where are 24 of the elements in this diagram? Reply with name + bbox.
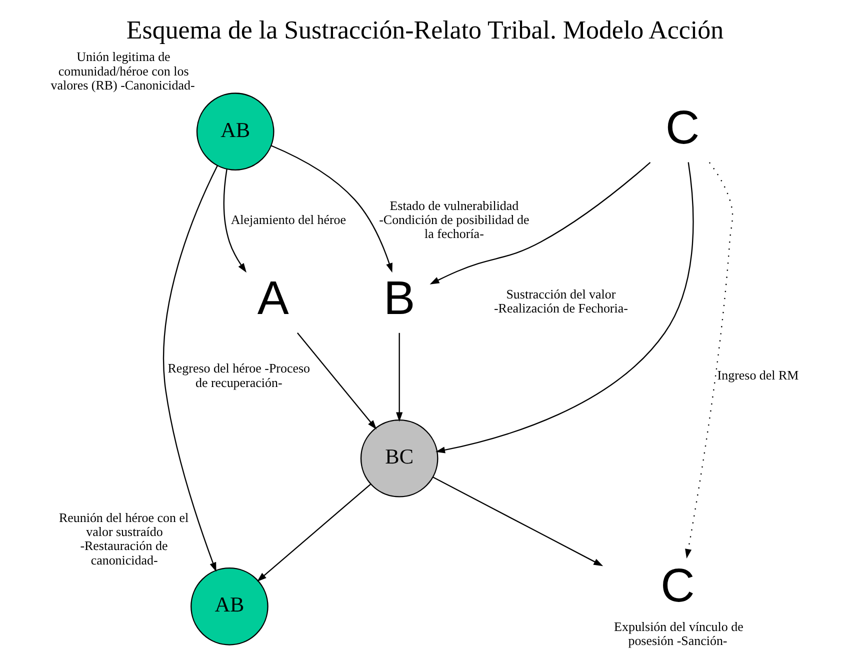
label: Sustracción del valor -Realización de Fechoria- xyxy=(493,286,628,316)
arrow xyxy=(432,476,603,566)
arrow xyxy=(222,168,246,273)
node-circle: AB xyxy=(196,92,274,171)
arrow xyxy=(270,145,392,273)
node-text: C xyxy=(664,101,700,154)
arrow xyxy=(162,165,218,572)
node-label: Expulsión del vínculo de posesión -Sanción- xyxy=(614,618,743,648)
arrow xyxy=(429,162,650,284)
arrow xyxy=(396,332,402,422)
diagram-title: Esquema de la Sustracción-Relato Tribal. Modelo Acción xyxy=(126,15,724,44)
node-text: C xyxy=(660,560,694,613)
node-text: A xyxy=(256,272,288,325)
arrow xyxy=(435,162,694,454)
arrow xyxy=(296,332,376,430)
node-label: Unión legitima de comunidad/héroe con los valores (RB) -Canonicidad- xyxy=(50,49,194,92)
node-text: B xyxy=(383,272,415,325)
edge-label: Ingreso del RM xyxy=(716,368,798,383)
edge-label: Estado de vulnerabilidad -Condición de posibilidad de la fechoría- xyxy=(378,198,529,242)
arrow xyxy=(256,484,370,582)
edge-label: Regreso del héroe -Proceso de recuperación- xyxy=(167,360,310,390)
edge-label: Alejamiento del héroe xyxy=(230,212,346,227)
arrow xyxy=(684,162,733,558)
node-label: Reunión del héroe con el valor sustraído -Restauración de canonicidad- xyxy=(58,510,188,568)
